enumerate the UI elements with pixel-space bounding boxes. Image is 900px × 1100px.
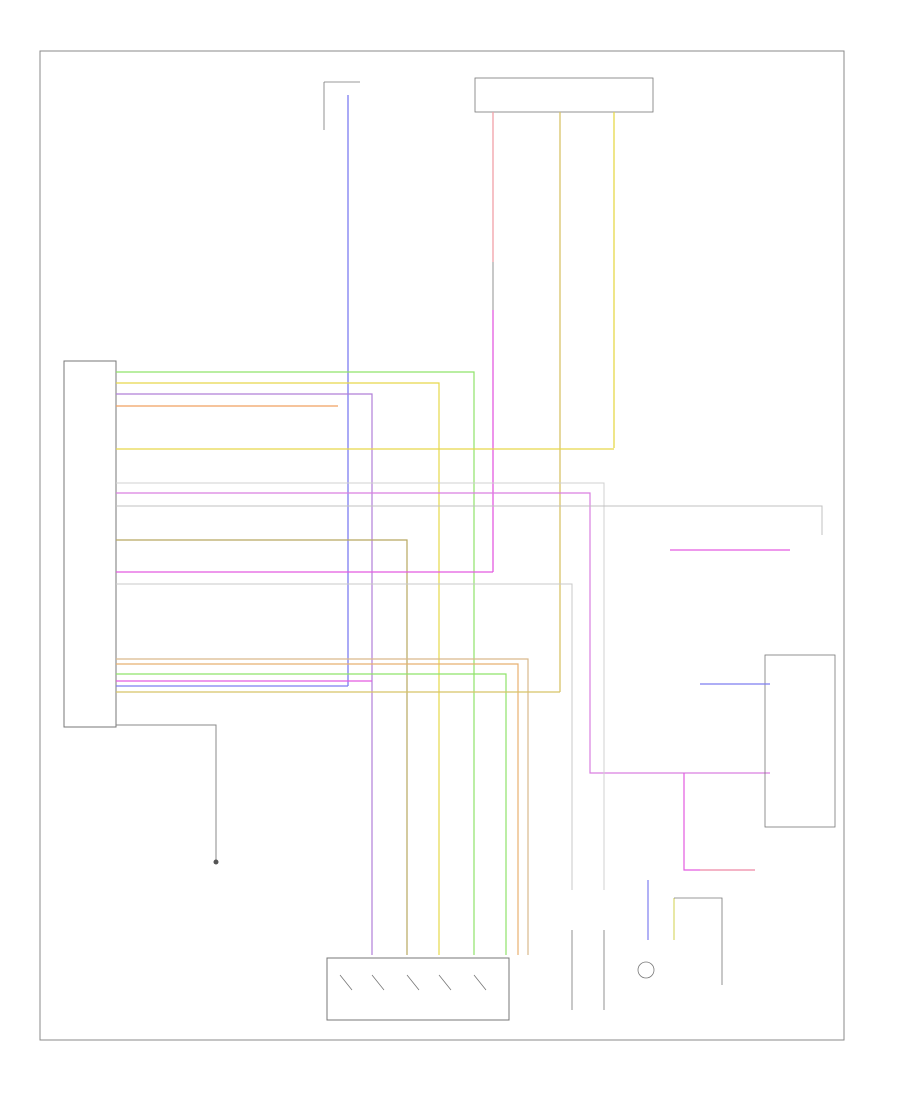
wire-green-1	[116, 371, 475, 955]
diagram-frame	[39, 50, 845, 1041]
wire-black-ground	[116, 724, 217, 860]
tcm-signal-wires	[116, 371, 823, 955]
wire-violet-1	[116, 393, 373, 955]
output-speed-sensor	[571, 930, 655, 1010]
fuse-box-left	[323, 81, 360, 130]
wire-violet-2	[116, 492, 770, 774]
wire-gray-1	[116, 482, 605, 890]
wire-olive-1	[116, 539, 408, 955]
wire-tan-2	[116, 663, 519, 955]
wire-gray-3	[116, 583, 573, 890]
fuse-box-top	[474, 77, 654, 113]
wire-yellow-1	[116, 382, 440, 955]
wire-green-2	[116, 673, 507, 955]
wire-tan-1	[116, 658, 529, 955]
wire-magenta-right	[683, 773, 755, 871]
transmission-range-module	[647, 549, 836, 985]
shift-solenoid-pack	[326, 957, 510, 1021]
supply-wires	[347, 95, 615, 692]
wire-gray-2	[116, 505, 823, 535]
ground-symbol	[213, 859, 219, 865]
transmission-control-module	[63, 360, 117, 728]
